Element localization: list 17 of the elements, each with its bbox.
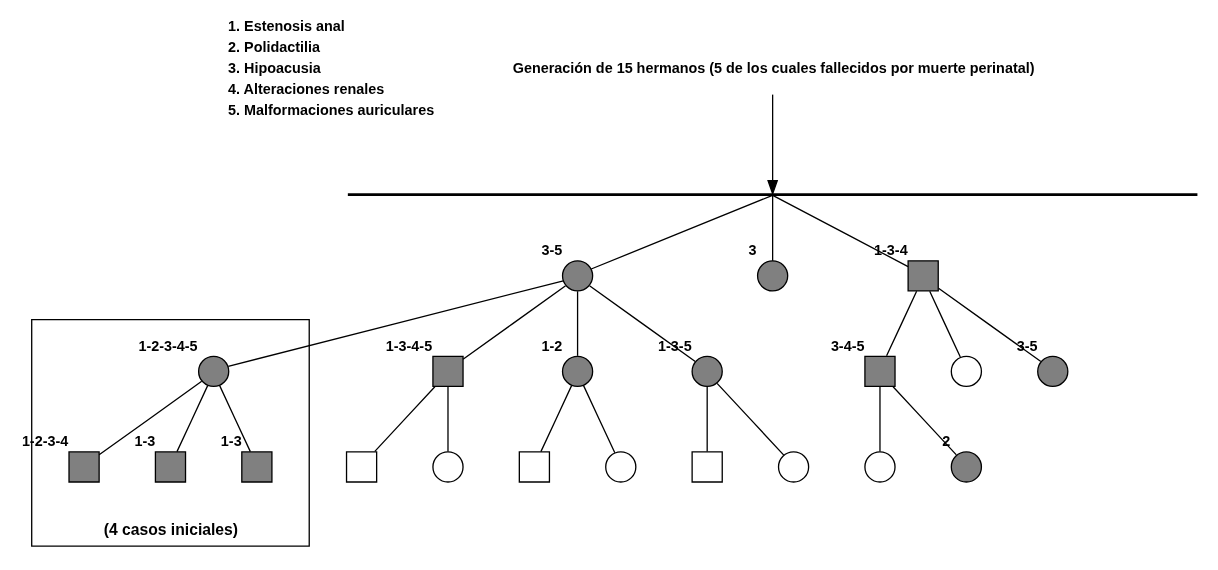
label: 4. Alteraciones renales [228,81,385,98]
node-label: 1-3-4-5 [385,337,433,354]
label: 5. Malformaciones auriculares [228,102,435,119]
label: 1. Estenosis anal [228,18,345,35]
node-label: 1-2-3-4-5 [138,337,198,354]
label: 3. Hipoacusia [228,60,321,77]
label: 2. Polidactilia [228,39,320,56]
node-label: 3-5 [541,242,563,259]
node-label: 3-4-5 [830,337,865,354]
node-label: (4 casos iniciales) [103,521,238,539]
node-label: 1-2 [541,337,563,354]
node-label: 3 [748,242,757,259]
node-label: 1-3 [134,433,156,450]
node-label: 3-5 [1016,337,1038,354]
node-text: Generación de 15 hermanos (5 de los cuales fallecidos por muerte perinatal) [512,60,1035,77]
node-label: 1-3 [220,433,242,450]
node-label: 1-3-4 [874,242,908,259]
